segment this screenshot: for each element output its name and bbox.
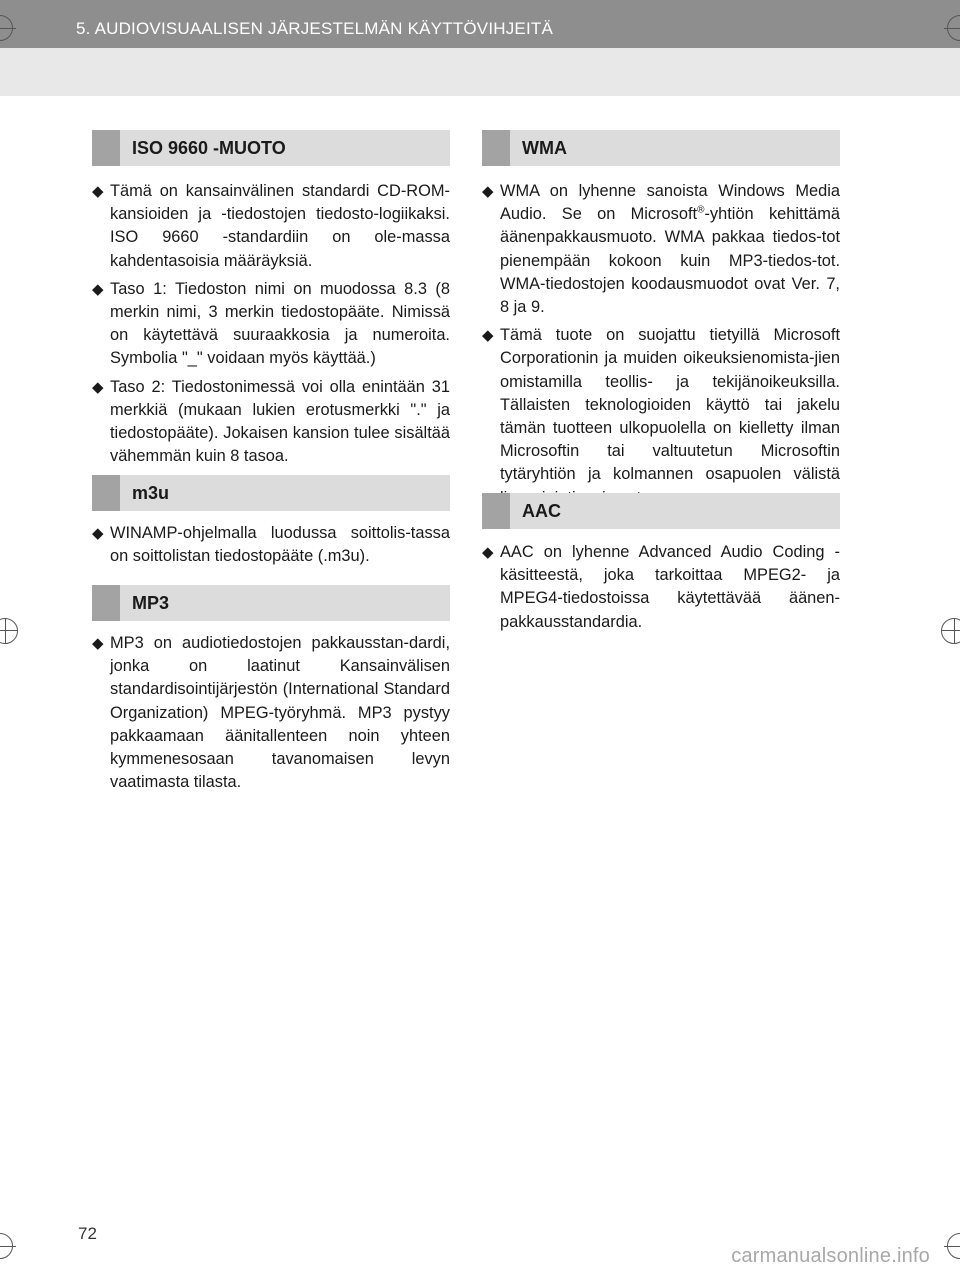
diamond-bullet-icon: ◆ [92,280,104,298]
list-item: ◆ WINAMP-ohjelmalla luodussa soittolis-ta… [92,522,450,568]
list-item: ◆ Taso 2: Tiedostonimessä voi olla enintä… [92,376,450,469]
page-number: 72 [78,1224,97,1243]
section-title: MP3 [132,593,170,613]
diamond-bullet-icon: ◆ [92,183,104,200]
list-item-text-start: WMA on lyhenne sanoista Windows Media Au… [500,182,840,224]
list-item-text-end: -yhtiön kehittämä äänenpakkausmuoto. WMA… [500,205,841,317]
list-item: ◆ Taso 1: Tiedoston nimi on muodossa 8.3 … [92,278,450,371]
registered-mark: ® [697,204,705,216]
section-tab [92,475,120,511]
header-band [0,48,960,96]
watermark: carmanualsonline.info [731,1245,930,1267]
diamond-bullet-icon: ◆ [92,525,104,542]
section-heading-m3u: m3u [92,475,450,511]
chapter-header-bar: 5. AUDIOVISUAALISEN JÄRJESTELMÄN KÄYTTÖV… [0,0,960,48]
section-heading-aac: AAC [482,493,840,529]
list-item-text: Taso 2: Tiedostonimessä voi olla enintää… [110,377,450,466]
diamond-bullet-icon: ◆ [482,327,494,345]
section-title: WMA [522,138,567,158]
list-item-text: Taso 1: Tiedoston nimi on muodossa 8.3 (… [110,279,450,368]
list-item-text: MP3 on audiotiedostojen pakkausstan-dard… [110,634,450,792]
list-item-text: Tämä on kansainvälinen standardi CD-ROM-… [110,182,450,270]
section-tab [482,493,510,529]
section-title: ISO 9660 -MUOTO [132,138,286,158]
section-body-m3u: ◆ WINAMP-ohjelmalla luodussa soittolis-ta… [92,522,450,573]
section-title: m3u [132,483,170,503]
list-item: ◆ MP3 on audiotiedostojen pakkausstan-dar… [92,632,450,794]
list-item: ◆ Tämä tuote on suojattu tietyillä Micros… [482,324,840,510]
list-item-text: Tämä tuote on suojattu tietyillä Microso… [500,326,840,506]
section-tab [482,130,510,166]
list-item: ◆ Tämä on kansainvälinen standardi CD-ROM… [92,180,450,273]
list-item: ◆ WMA on lyhenne sanoista Windows Media A… [482,180,840,319]
section-tab [92,130,120,166]
section-body-aac: ◆ AAC on lyhenne Advanced Audio Coding -k… [482,541,840,639]
section-tab [92,585,120,621]
section-body-wma: ◆ WMA on lyhenne sanoista Windows Media A… [482,180,840,515]
diamond-bullet-icon: ◆ [92,378,104,396]
section-heading-mp3: MP3 [92,585,450,621]
list-item-text: AAC on lyhenne Advanced Audio Coding -kä… [500,543,840,631]
section-heading-wma: WMA [482,130,840,166]
chapter-title: 5. AUDIOVISUAALISEN JÄRJESTELMÄN KÄYTTÖV… [76,19,554,38]
section-heading-iso: ISO 9660 -MUOTO [92,130,450,166]
section-title: AAC [522,501,561,521]
diamond-bullet-icon: ◆ [482,183,494,200]
list-item-text: WINAMP-ohjelmalla luodussa soittolis-tas… [110,524,450,566]
diamond-bullet-icon: ◆ [92,635,104,652]
diamond-bullet-icon: ◆ [482,544,494,561]
list-item: ◆ AAC on lyhenne Advanced Audio Coding -k… [482,541,840,634]
section-body-iso: ◆ Tämä on kansainvälinen standardi CD-ROM… [92,180,450,473]
section-body-mp3: ◆ MP3 on audiotiedostojen pakkausstan-dar… [92,632,450,799]
